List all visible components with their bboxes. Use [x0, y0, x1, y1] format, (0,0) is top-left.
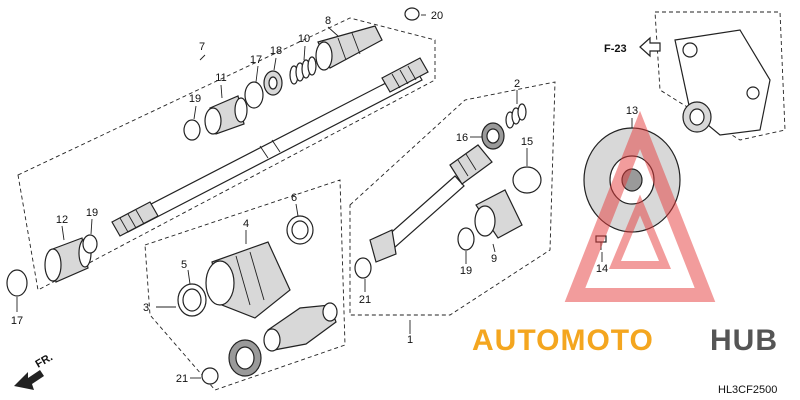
- direction-indicator: FR.: [14, 351, 55, 390]
- reference-arrow-icon: [639, 36, 661, 58]
- callout-10: 10: [298, 33, 310, 45]
- joint-assembly-outline: [144, 179, 346, 391]
- ring-21-bottom: [201, 367, 219, 385]
- callout-labels: 1 2 3 4 5 6 7 8 9 10 11 12 13 14 15 16 1…: [11, 10, 638, 385]
- callout-3: 3: [143, 302, 149, 314]
- clamp-5: [177, 283, 207, 317]
- ring-19-upper: [183, 119, 201, 141]
- callout-13: 13: [626, 105, 638, 117]
- knuckle: [674, 29, 771, 136]
- callout-17-left: 17: [11, 315, 23, 327]
- spring-10: [289, 56, 317, 85]
- callout-12: 12: [56, 214, 68, 226]
- boot-8: [315, 25, 383, 71]
- ring-17-top: [244, 81, 264, 109]
- watermark-logo: AUTOMOTO HUB: [472, 110, 778, 357]
- callout-17-top: 17: [250, 54, 262, 66]
- reference-label: F-23: [604, 43, 627, 55]
- callout-19-lower: 19: [460, 265, 472, 277]
- ring-17-left: [6, 269, 28, 297]
- callout-21-bottom: 21: [176, 373, 188, 385]
- ring-21-middle: [354, 257, 372, 279]
- callout-7: 7: [199, 41, 205, 53]
- callout-1: 1: [407, 334, 413, 346]
- watermark-triangle-icon: [564, 110, 716, 302]
- callout-2: 2: [514, 78, 520, 90]
- callout-16: 16: [456, 132, 468, 144]
- callout-20: 20: [431, 10, 443, 22]
- callout-19-left: 19: [86, 207, 98, 219]
- inner-shaft-outline: [349, 81, 556, 316]
- callout-21-middle: 21: [359, 294, 371, 306]
- callout-18: 18: [270, 45, 282, 57]
- joint-11: [204, 95, 248, 135]
- callout-14: 14: [596, 263, 608, 275]
- callout-8: 8: [325, 15, 331, 27]
- diagram-code: HL3CF2500: [718, 384, 777, 396]
- boot-4: [205, 241, 291, 319]
- front-arrow-icon: [14, 370, 44, 390]
- clamp-6: [286, 215, 314, 245]
- ring-20: [404, 7, 420, 21]
- boot-9: [474, 189, 523, 239]
- joint-12: [44, 237, 92, 283]
- callout-15: 15: [521, 136, 533, 148]
- callout-11: 11: [215, 72, 226, 84]
- ring-19-left: [82, 234, 98, 254]
- ring-15: [512, 166, 542, 194]
- callout-4: 4: [243, 218, 249, 230]
- cv-joint: [263, 302, 338, 352]
- watermark-text-secondary: HUB: [710, 324, 778, 357]
- bearing-16: [481, 122, 505, 150]
- callout-5: 5: [181, 259, 187, 271]
- inner-shaft: [369, 144, 493, 263]
- long-shaft: [111, 57, 429, 237]
- callout-19-upper: 19: [189, 93, 201, 105]
- callout-6: 6: [291, 192, 297, 204]
- watermark-text-primary: AUTOMOTO: [472, 324, 654, 357]
- direction-label: FR.: [34, 351, 55, 370]
- spring-2: [505, 103, 527, 129]
- callout-9: 9: [491, 253, 497, 265]
- outer-cup: [228, 339, 262, 377]
- knuckle-outline: [654, 11, 786, 141]
- ring-19-lower: [457, 227, 475, 251]
- leader-lines: [16, 14, 633, 379]
- bearing-18: [263, 70, 283, 96]
